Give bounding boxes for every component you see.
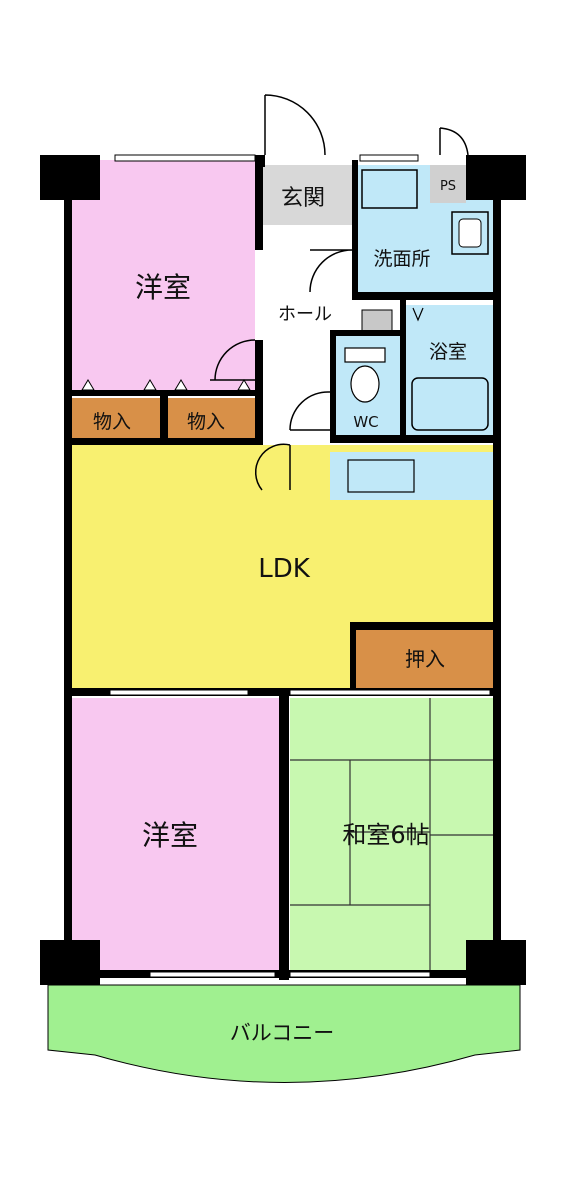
entrance-area	[262, 165, 354, 225]
storage-door-marks	[81, 379, 251, 391]
windows	[109, 154, 491, 978]
label-toilet: WC	[353, 413, 378, 431]
label-ldk: LDK	[258, 554, 311, 584]
label-entrance: 玄関	[281, 186, 325, 211]
western-room-bottom-area	[72, 698, 279, 970]
label-japanese-room: 和室6帖	[342, 821, 429, 849]
label-closet: 押入	[405, 647, 445, 671]
label-western-room-bottom: 洋室	[142, 819, 198, 852]
hall-area	[262, 225, 332, 445]
kitchen-sink	[347, 459, 415, 493]
label-storage-2: 物入	[187, 411, 225, 433]
label-washroom: 洗面所	[373, 248, 430, 270]
japanese-room-area	[290, 698, 493, 970]
doors	[210, 94, 469, 491]
label-storage-1: 物入	[93, 411, 131, 433]
walls	[40, 155, 526, 985]
toilet-tank	[344, 347, 386, 363]
storage-2-area	[168, 398, 256, 438]
bathtub	[411, 377, 489, 431]
toilet-bowl	[350, 365, 380, 403]
bath-vent-mark	[412, 307, 424, 322]
label-bathroom: 浴室	[429, 341, 467, 363]
storage-1-area	[72, 398, 160, 438]
label-balcony: バルコニー	[230, 1021, 335, 1045]
label-pipe-space: PS	[440, 179, 456, 194]
pipe-space-area	[430, 165, 466, 203]
label-hall: ホール	[278, 304, 332, 325]
closet-area	[352, 630, 493, 690]
washing-machine-slot	[361, 169, 418, 209]
washroom-sink-basin	[458, 218, 482, 248]
label-western-room-top: 洋室	[135, 271, 191, 304]
balcony-area	[47, 984, 521, 1083]
tatami-lines	[290, 698, 493, 970]
duct-box	[361, 309, 393, 333]
